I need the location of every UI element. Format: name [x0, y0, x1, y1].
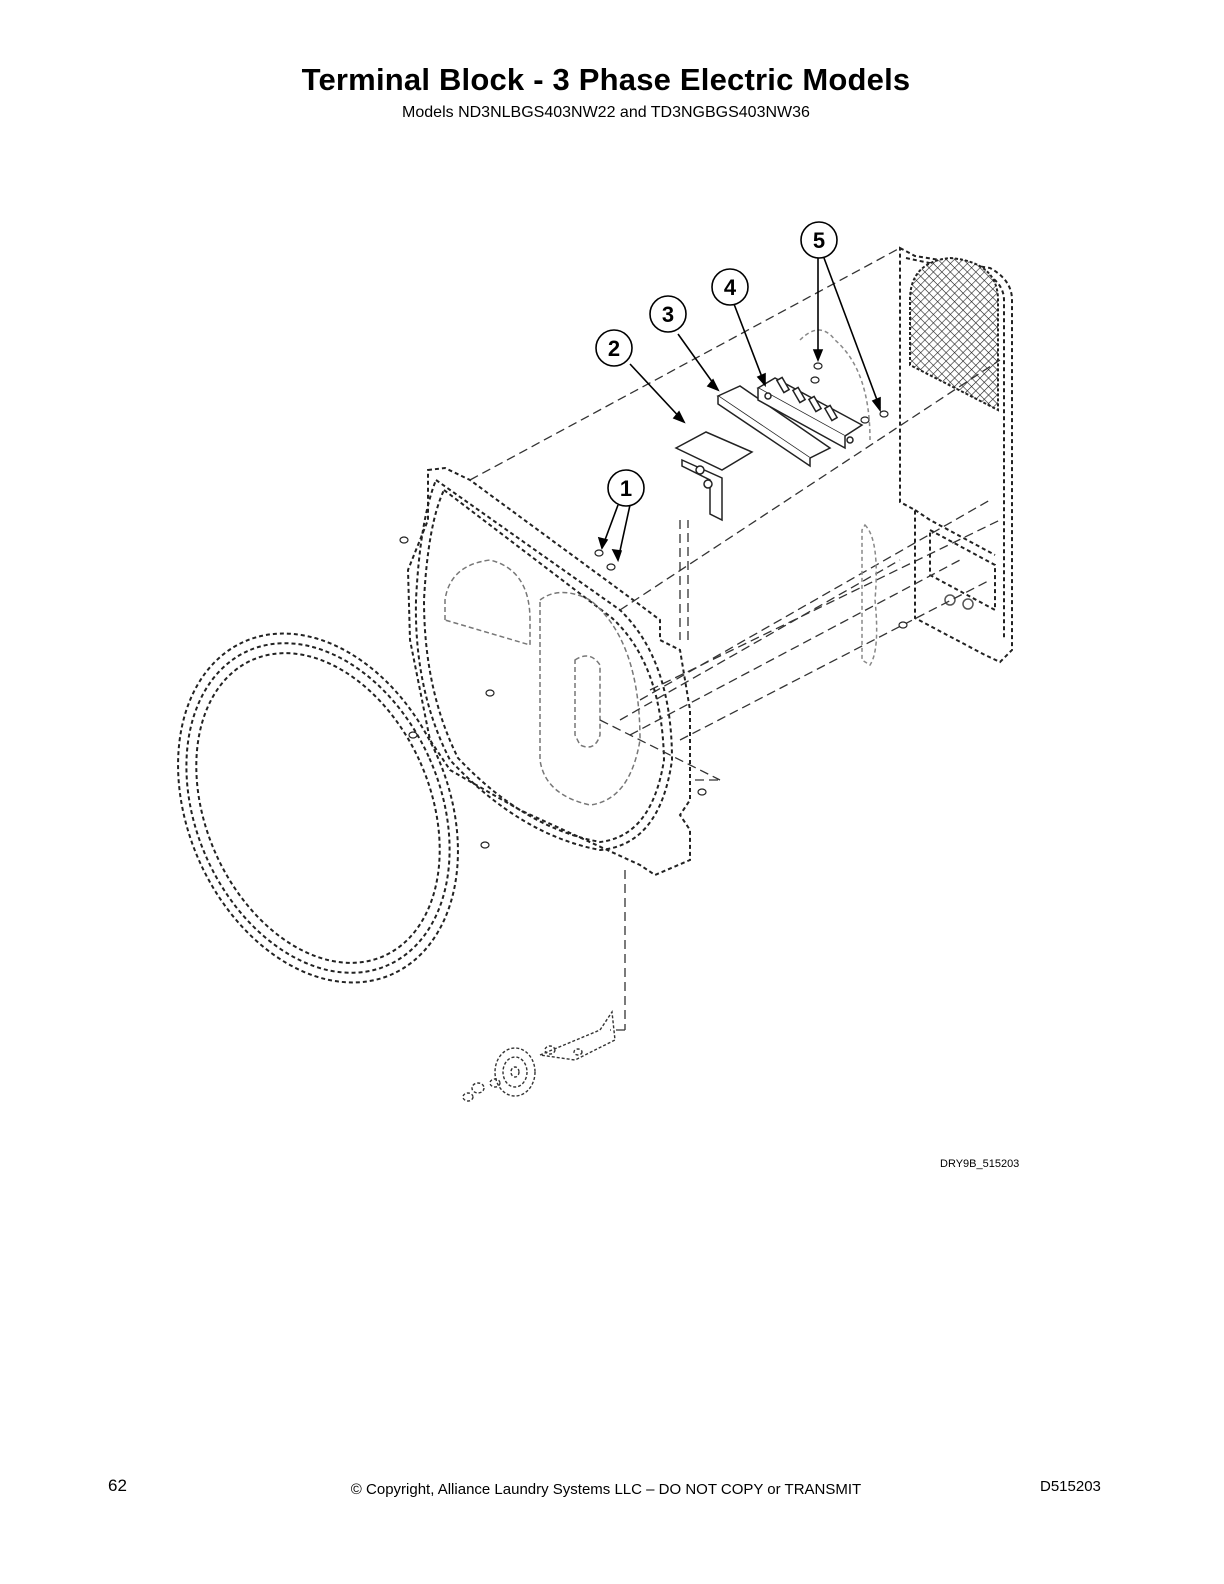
callout-4: 4 [711, 268, 749, 306]
copyright-notice: © Copyright, Alliance Laundry Systems LL… [350, 1481, 862, 1498]
panel-screws [944, 594, 974, 610]
page-subtitle: Models ND3NLBGS403NW22 and TD3NGBGS403NW… [402, 104, 810, 121]
terminal-screws [810, 362, 889, 424]
bulkhead-opening [444, 559, 641, 806]
callout-1: 1 [607, 469, 645, 507]
terminal-block [756, 376, 864, 450]
callout-2: 2 [595, 329, 633, 367]
svg-text:2: 2 [608, 336, 620, 361]
callout-leaders [597, 257, 881, 563]
svg-text:4: 4 [724, 275, 737, 300]
roller-assembly [462, 1010, 616, 1102]
svg-text:5: 5 [813, 228, 825, 253]
bulkhead-screws [399, 536, 908, 849]
callout-3: 3 [649, 295, 687, 333]
svg-text:3: 3 [662, 302, 674, 327]
page-title: Terminal Block - 3 Phase Electric Models [301, 62, 911, 97]
figure-id: DRY9B_515203 [940, 1158, 1020, 1170]
wire-harness [799, 329, 878, 667]
vent-grille-icon [909, 256, 999, 412]
assembly-lines [469, 247, 1001, 1031]
svg-text:1: 1 [620, 476, 632, 501]
door-gasket [177, 632, 459, 984]
page-number: 62 [108, 1476, 127, 1495]
terminal-channel [716, 385, 832, 468]
callout-5: 5 [800, 221, 838, 259]
document-code: D515203 [1040, 1478, 1101, 1495]
mounting-bracket [674, 431, 754, 522]
front-bulkhead [406, 466, 691, 877]
